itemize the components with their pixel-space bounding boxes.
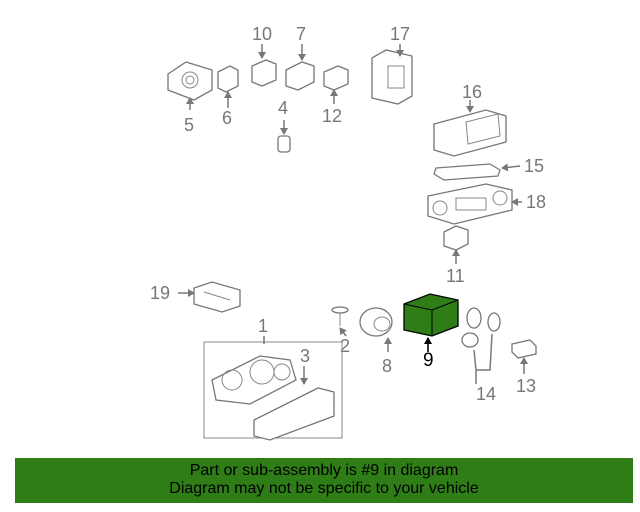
callout-13: 13 [516, 376, 536, 396]
callout-3: 3 [300, 346, 310, 366]
parts-diagram: 5 6 10 7 4 12 17 16 [150, 24, 546, 441]
part-18-climate-control: 18 [427, 183, 546, 225]
callout-15: 15 [524, 156, 544, 176]
banner-line-2: Diagram may not be specific to your vehi… [169, 480, 479, 497]
part-7-switch: 7 [285, 24, 315, 91]
part-2-screw: 2 [331, 306, 350, 356]
part-10-switch: 10 [251, 24, 277, 87]
part-11-connector: 11 [443, 225, 469, 286]
part-15-trim-strip: 15 [433, 156, 544, 181]
part-17-switch-panel: 17 [371, 24, 413, 105]
callout-10: 10 [252, 24, 272, 44]
part-12-switch: 12 [322, 65, 349, 126]
callout-17: 17 [390, 24, 410, 44]
part-8-ignition: 8 [359, 307, 393, 376]
callout-1: 1 [258, 316, 268, 336]
callout-4: 4 [278, 98, 288, 118]
callout-14: 14 [476, 384, 496, 404]
part-14-socket: 14 [461, 307, 501, 404]
callout-8: 8 [382, 356, 392, 376]
part-16-display-panel: 16 [433, 82, 507, 157]
callout-6: 6 [222, 108, 232, 128]
part-5-mirror-switch: 5 [167, 61, 213, 135]
callout-11: 11 [446, 266, 465, 286]
part-6-switch: 6 [217, 65, 239, 128]
callout-16: 16 [462, 82, 482, 102]
callout-19: 19 [150, 283, 170, 303]
part-9-highlighted: 9 [403, 293, 459, 371]
notice-banner: Part or sub-assembly is #9 in diagram Di… [15, 458, 633, 503]
part-4-bulb: 4 [277, 98, 291, 153]
banner-line-1: Part or sub-assembly is #9 in diagram [189, 462, 459, 479]
part-1-instrument-cluster: 1 3 [203, 316, 343, 441]
part-19-switch-bank: 19 [150, 281, 241, 313]
part-13-socket: 13 [511, 339, 537, 396]
callout-9: 9 [423, 350, 434, 371]
callout-5: 5 [184, 115, 194, 135]
callout-12: 12 [322, 106, 342, 126]
callout-18: 18 [526, 192, 546, 212]
callout-7: 7 [296, 24, 306, 44]
callout-2: 2 [340, 336, 350, 356]
